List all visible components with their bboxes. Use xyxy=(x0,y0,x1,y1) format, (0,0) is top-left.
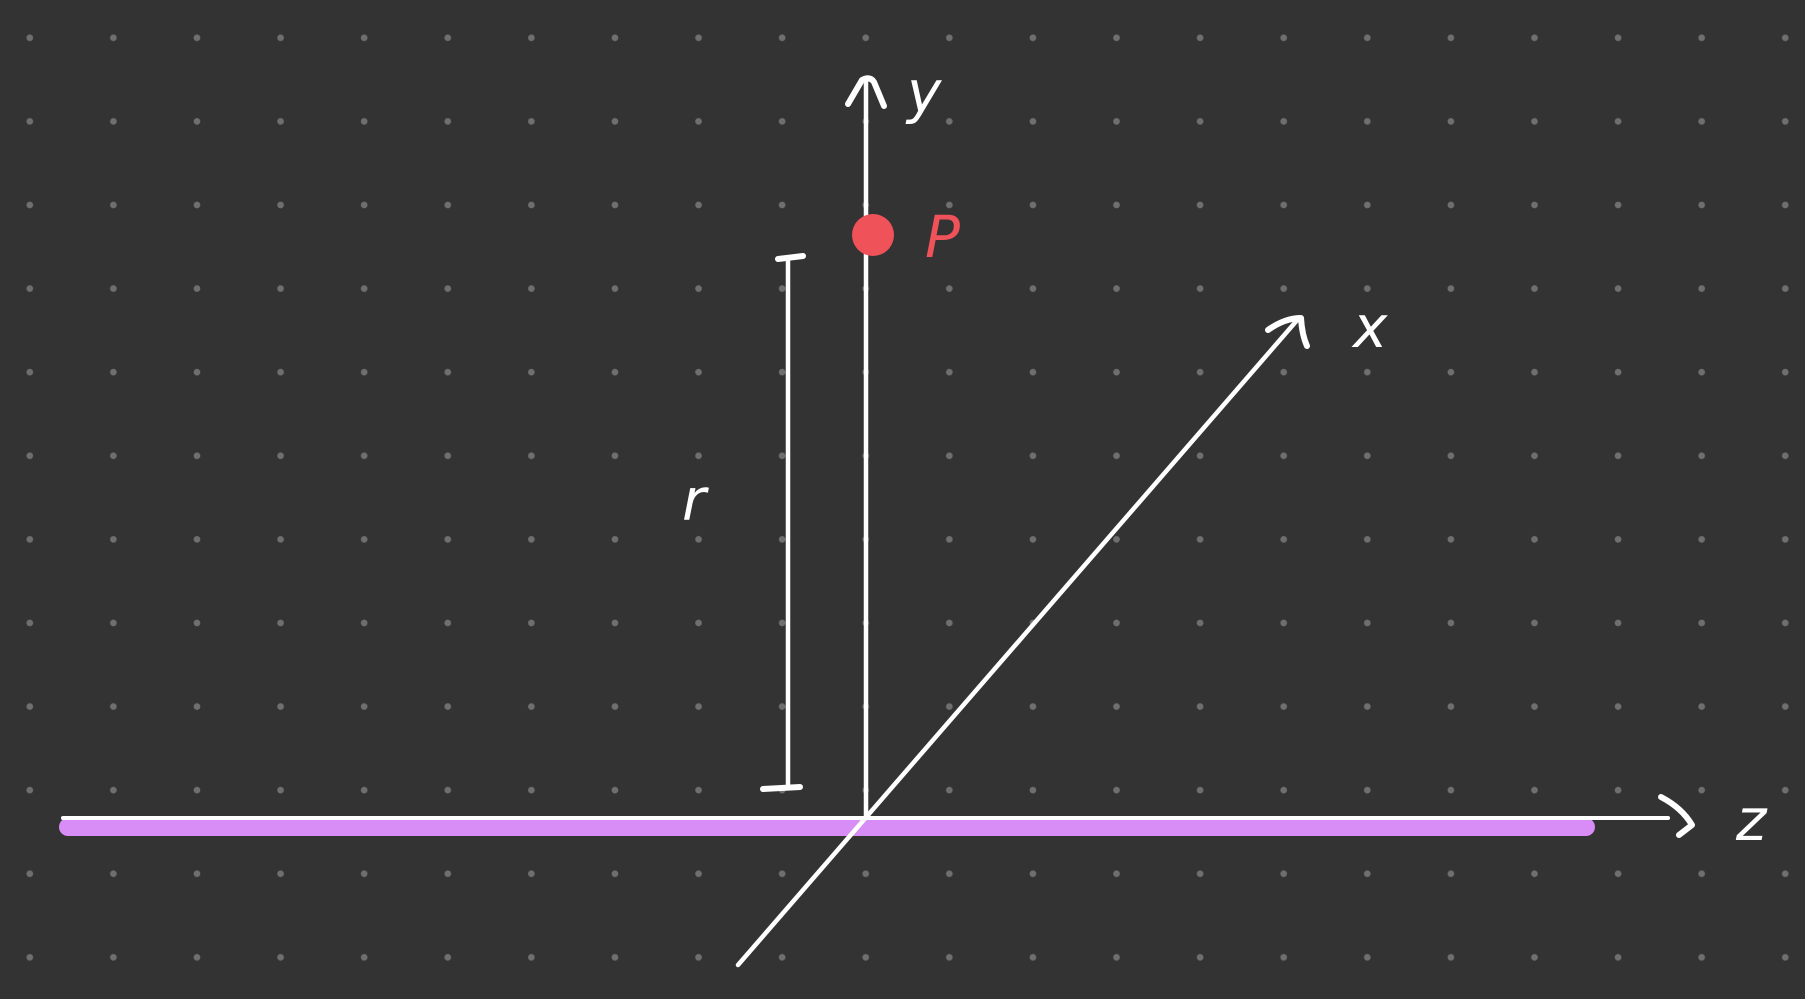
r-measure-top-cap xyxy=(775,253,806,262)
point-p-label: P xyxy=(925,203,960,271)
point-p-dot xyxy=(852,214,894,256)
y-axis-arrowhead xyxy=(845,75,887,109)
x-axis-line xyxy=(735,315,1302,968)
z-axis-arrowhead xyxy=(1658,794,1695,838)
r-length-label: r xyxy=(682,466,709,534)
r-measure-bottom-cap xyxy=(760,784,803,792)
y-axis-label: y xyxy=(905,58,942,126)
x-axis-label: x xyxy=(1351,293,1388,361)
x-axis-arrowhead xyxy=(1265,315,1310,349)
z-axis-label: z xyxy=(1735,786,1768,854)
